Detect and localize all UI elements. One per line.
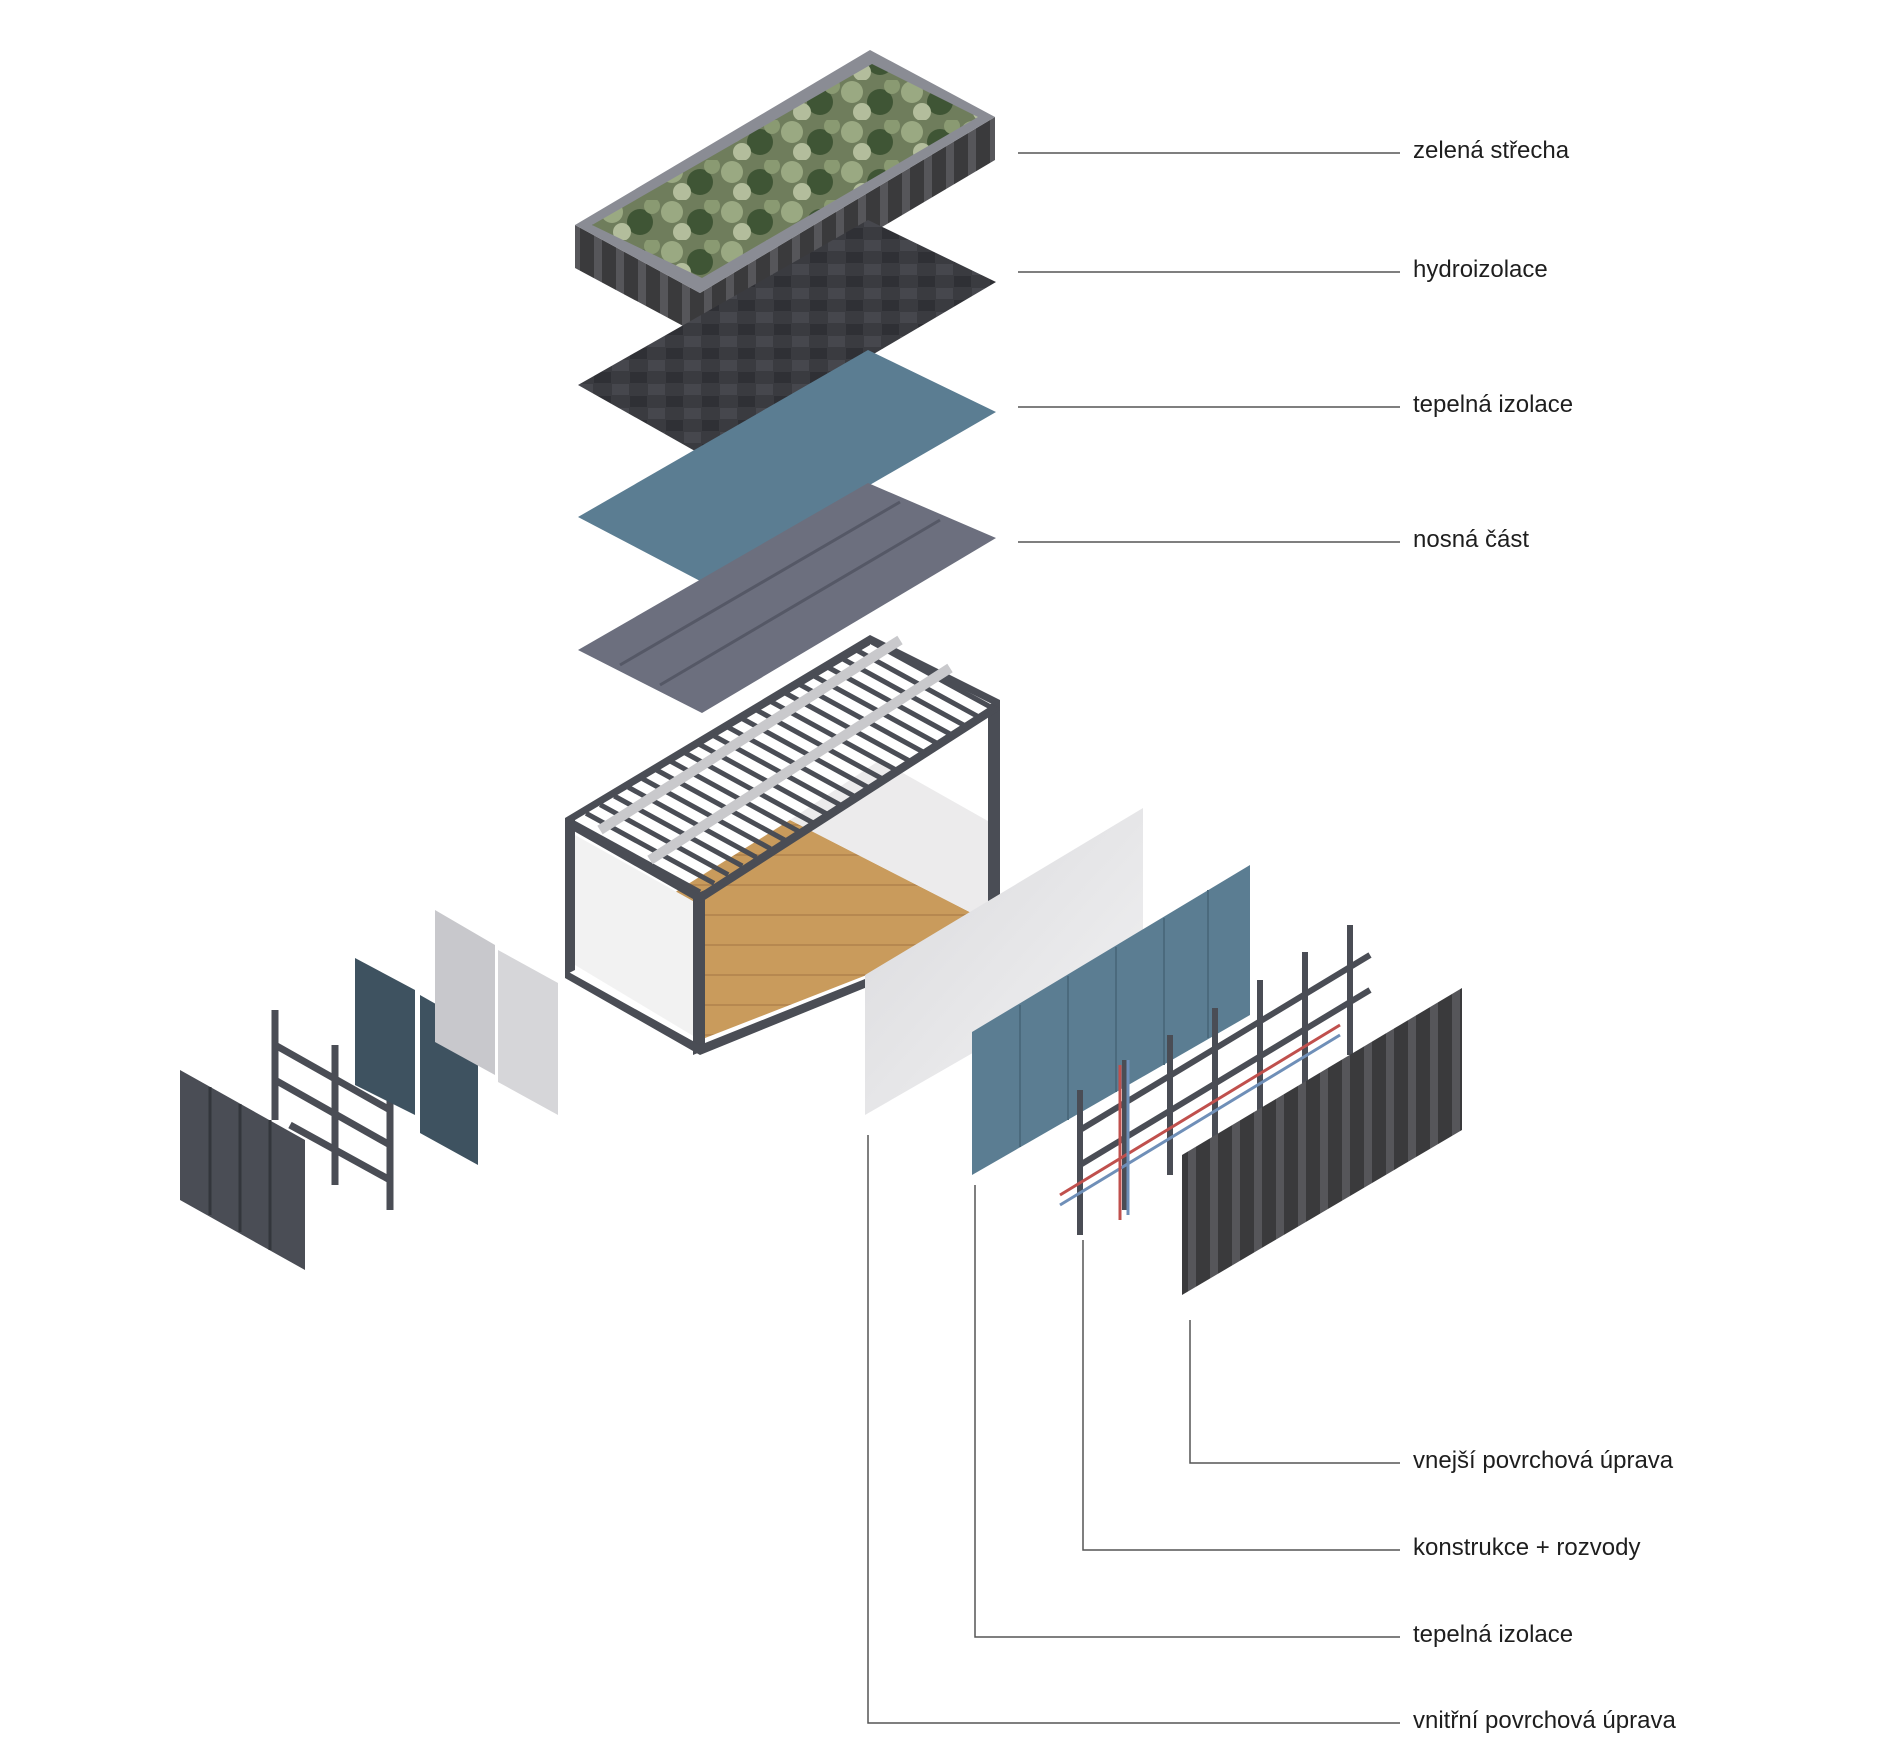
end-wall-finish-panel-a (435, 910, 495, 1075)
wall-structure-with-services (1059, 925, 1372, 1235)
right-wall-parts (865, 808, 1462, 1295)
green-roof-vegetation (592, 64, 978, 278)
end-wall-insulation-panel-a (355, 958, 415, 1115)
end-wall-frame (271, 1010, 394, 1210)
container-door-panel (180, 1070, 305, 1270)
leader-inner-finish (867, 1135, 1400, 1724)
leader-lines (867, 152, 1400, 1724)
container-frame (565, 635, 1000, 1055)
leader-outer-finish (1189, 1320, 1400, 1464)
left-end-wall-parts (180, 910, 558, 1270)
label-waterproofing: hydroizolace (1413, 256, 1548, 283)
inner-finish-panel (865, 808, 1143, 1115)
label-roof-thermal-insulation: tepelná izolace (1413, 391, 1574, 418)
leader-structure (1082, 1240, 1400, 1551)
leader-wall-insulation (974, 1185, 1400, 1638)
label-structure-services: konstrukce + rozvody (1413, 1534, 1641, 1561)
bearing-layer (578, 483, 996, 713)
waterproofing-layer (578, 220, 996, 455)
roof-joist (570, 819, 702, 895)
green-roof-side-wall (575, 225, 700, 335)
label-inner-finish: vnitřní povrchová úprava (1413, 1707, 1676, 1734)
wall-thermal-insulation-panel (972, 865, 1250, 1175)
label-bearing-part: nosná část (1413, 526, 1530, 553)
outer-corrugated-cladding (1182, 988, 1462, 1295)
container-end-wall (575, 835, 700, 1040)
end-wall-finish-panel-b (498, 950, 558, 1115)
label-wall-thermal-insulation: tepelná izolace (1413, 1621, 1574, 1648)
container-back-wall (790, 760, 995, 925)
label-outer-finish: vnejší povrchová úprava (1413, 1447, 1674, 1474)
label-green-roof: zelená střecha (1413, 137, 1570, 164)
roof-thermal-insulation-layer (578, 350, 996, 582)
